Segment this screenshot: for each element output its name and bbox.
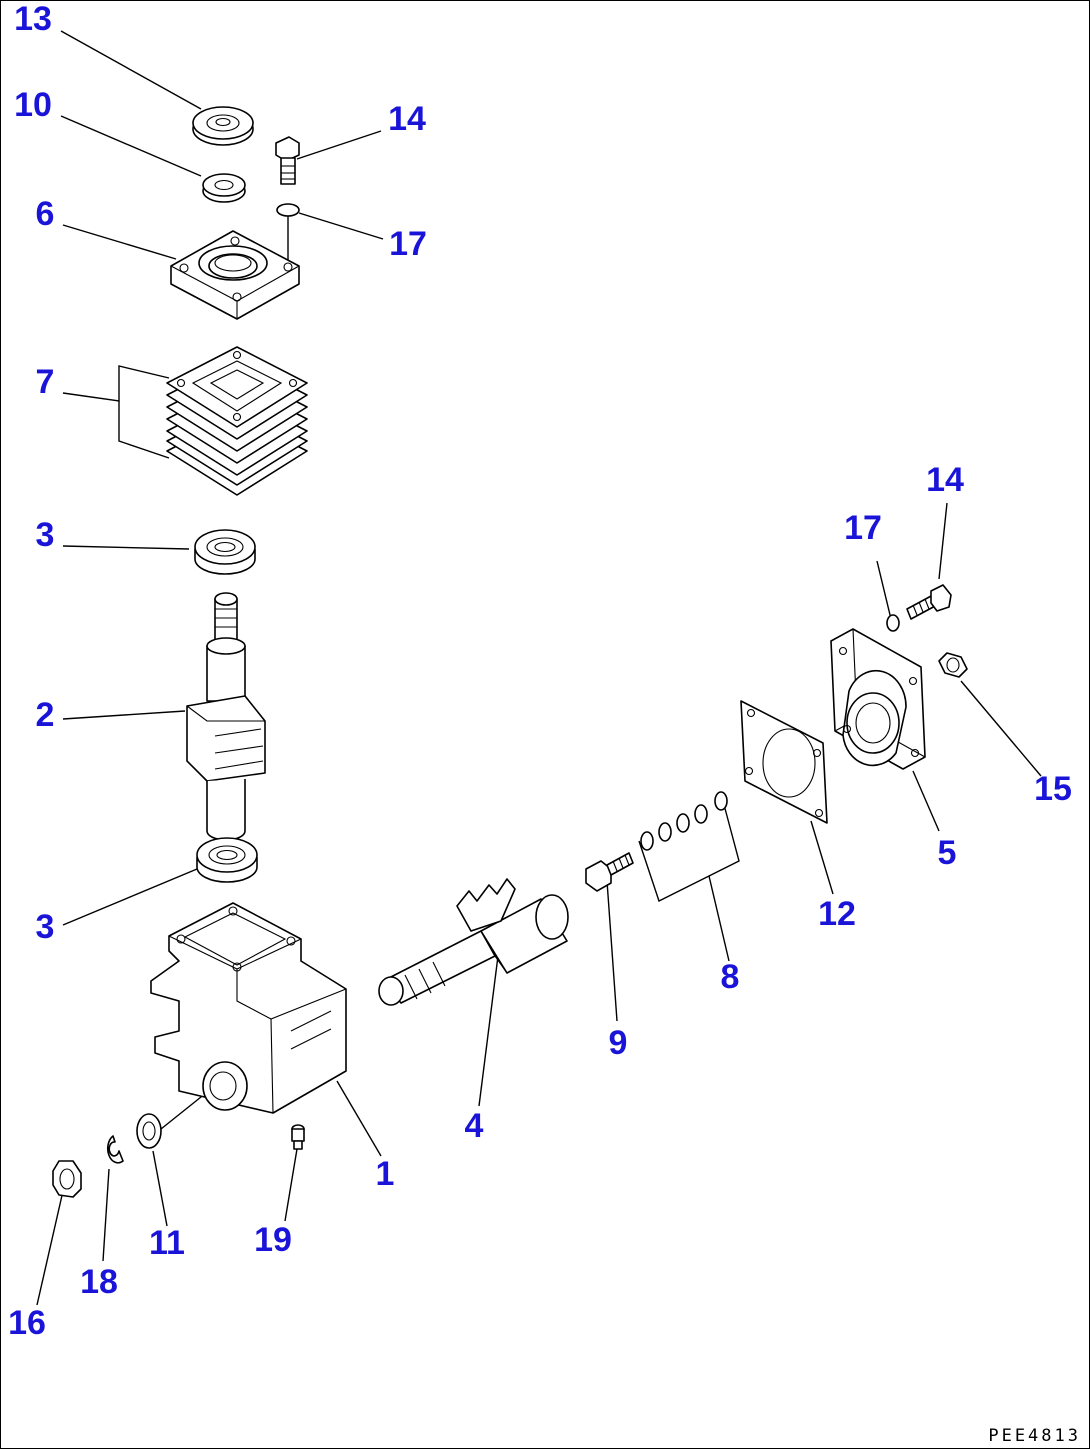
callout-15: 15 [1034, 770, 1072, 808]
callout-17-right: 17 [844, 509, 882, 547]
part-12-gasket [740, 700, 828, 824]
part-5-side-cover [830, 628, 926, 770]
part-11-seal [136, 1113, 162, 1149]
leader-lines [36, 30, 1042, 1306]
part-3-bearing-upper [194, 529, 256, 575]
callout-2: 2 [35, 696, 55, 734]
callout-17: 17 [389, 225, 427, 263]
part-4-sector-shaft [378, 878, 569, 1006]
part-19-grease-fitting [291, 1124, 305, 1150]
callout-10: 10 [14, 86, 52, 124]
drawing-code: PEE4813 [988, 1426, 1081, 1446]
callout-14-right: 14 [926, 461, 964, 499]
part-2-shaft [186, 592, 266, 841]
part-14-bolt-right [906, 584, 952, 620]
callout-6: 6 [35, 195, 55, 233]
callout-16: 16 [8, 1304, 46, 1342]
callout-12: 12 [818, 895, 856, 933]
callout-13: 13 [14, 0, 52, 38]
callout-3: 3 [35, 516, 55, 554]
callout-5: 5 [937, 834, 957, 872]
callout-1: 1 [375, 1155, 395, 1193]
part-15-nut [938, 652, 968, 678]
part-3-bearing-lower [196, 837, 258, 883]
callout-4: 4 [464, 1107, 484, 1145]
part-7-shims [166, 346, 308, 496]
part-8-shims [640, 791, 728, 851]
part-17-washer-right [886, 614, 900, 632]
part-17-washer-top [276, 203, 300, 266]
callout-9: 9 [608, 1024, 628, 1062]
callout-11: 11 [149, 1224, 185, 1262]
part-16-nut [52, 1160, 82, 1198]
part-1-housing [150, 902, 347, 1114]
callout-8: 8 [720, 958, 740, 996]
callout-14: 14 [388, 100, 426, 138]
part-18-washer [106, 1135, 124, 1164]
callout-19: 19 [254, 1221, 292, 1259]
part-9-screw [585, 852, 634, 892]
part-13-seal [192, 106, 254, 146]
part-14-bolt-top [275, 136, 300, 185]
callout-3-lower: 3 [35, 908, 55, 946]
callout-18: 18 [80, 1263, 118, 1301]
callout-7: 7 [35, 363, 55, 401]
part-6-cover [170, 230, 300, 320]
part-10-washer [202, 173, 246, 203]
